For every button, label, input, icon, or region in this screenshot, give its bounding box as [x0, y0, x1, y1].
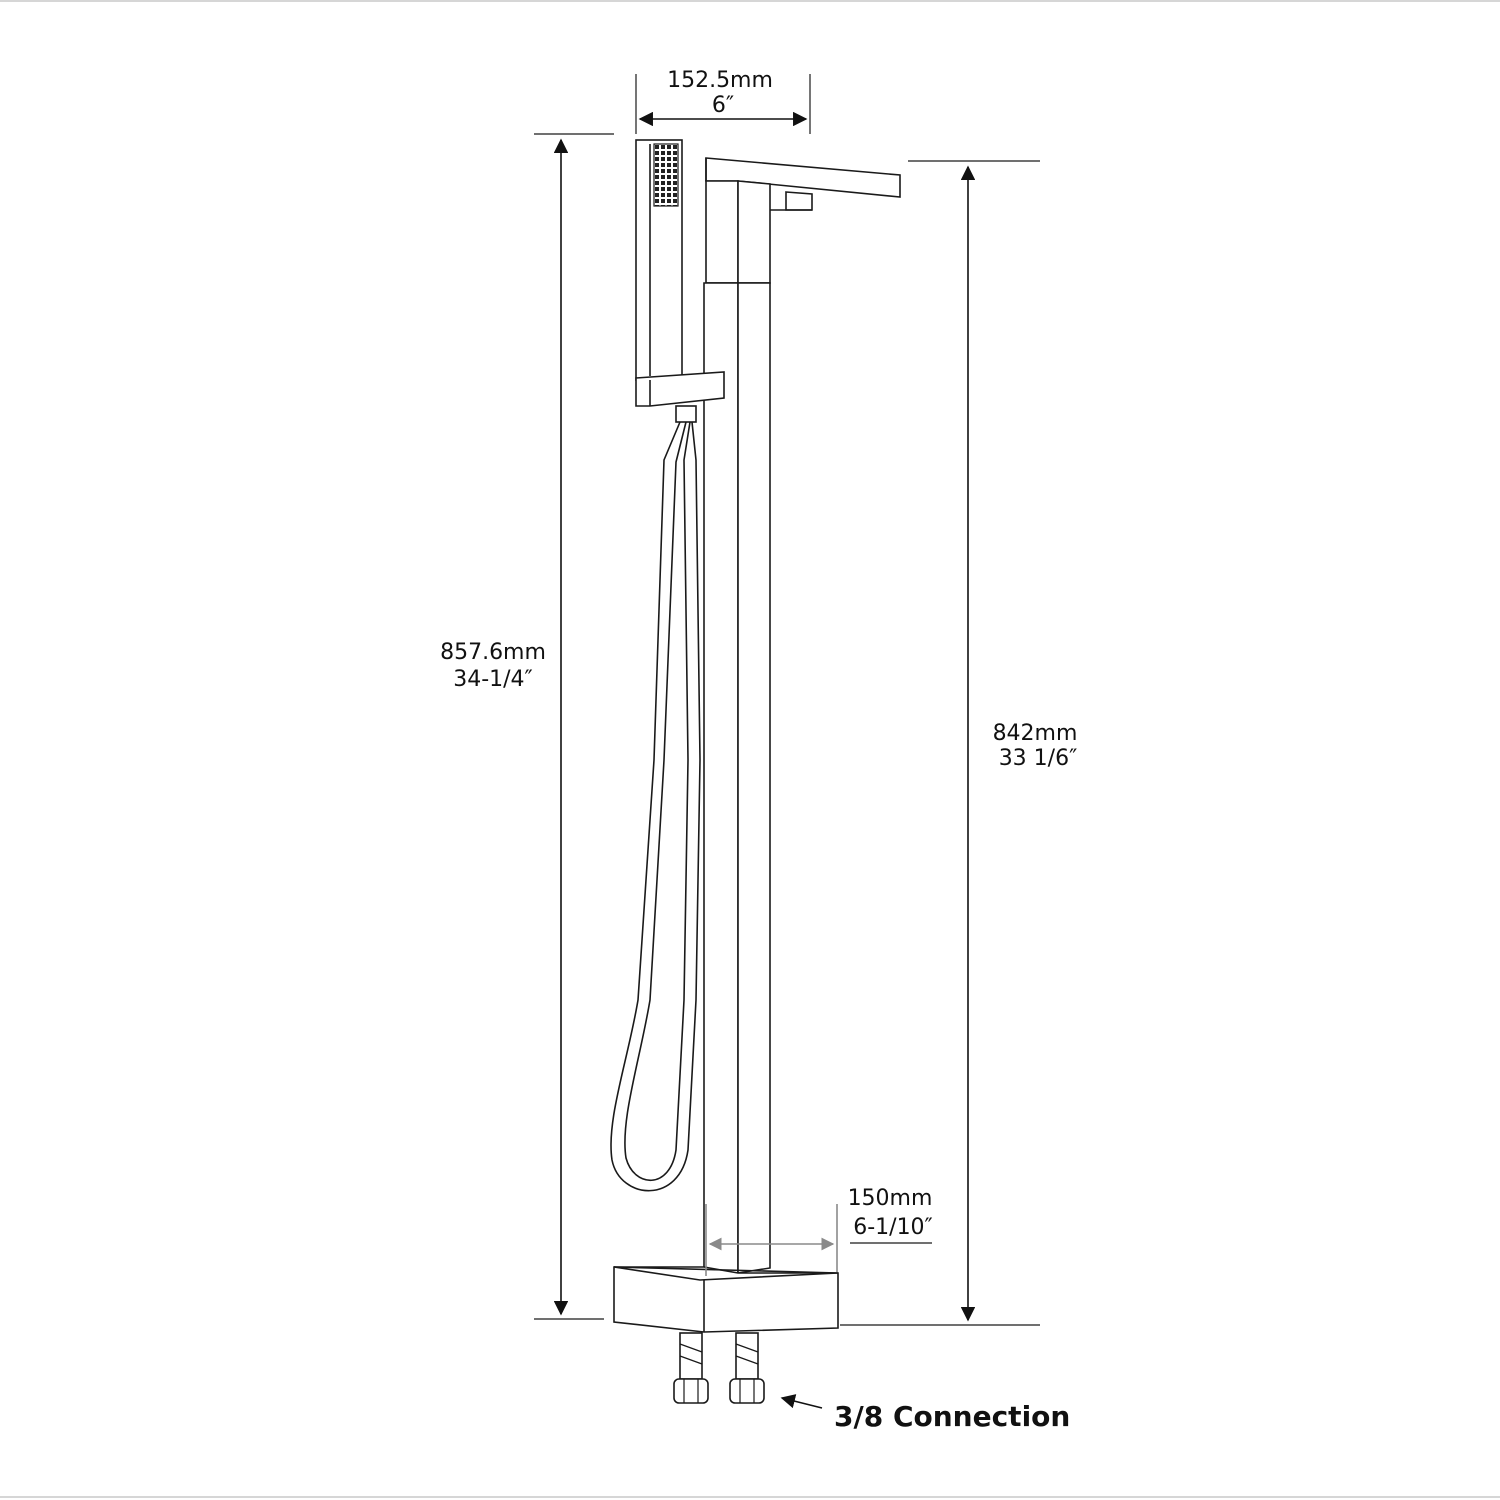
top-width-inch-label: 6″	[712, 93, 734, 118]
upper-housing-front	[705, 180, 739, 284]
shower-spray-face	[653, 143, 679, 207]
base-offset-inch-label: 6-1/10″	[853, 1215, 933, 1240]
hose-connector	[675, 405, 697, 423]
supply-connector-right	[729, 1332, 765, 1404]
spout-outlet	[785, 191, 813, 211]
upper-housing-side	[737, 180, 771, 284]
shower-holder-bracket	[635, 371, 725, 407]
base-top-edge	[613, 1266, 839, 1281]
floor-base-block	[613, 1266, 839, 1333]
right-height-inch-label: 33 1/6″	[999, 746, 1078, 771]
braided-hose-right	[735, 1332, 759, 1380]
left-height-dimension: 857.6mm 34-1/4″	[440, 133, 614, 1320]
hose-inner	[624, 421, 691, 1182]
connection-callout: 3/8 Connection	[780, 1394, 1070, 1433]
column-front-face	[703, 282, 739, 1274]
hose-outer	[610, 421, 701, 1192]
braid-right-2	[735, 1355, 759, 1365]
column-side-face	[737, 282, 771, 1274]
supply-connector-left	[673, 1332, 709, 1404]
braid-left-2	[679, 1355, 703, 1365]
braid-right-1	[735, 1343, 759, 1353]
right-height-dimension: 842mm 33 1/6″	[840, 160, 1078, 1326]
left-height-mm-label: 857.6mm	[440, 640, 546, 665]
braided-hose-left	[679, 1332, 703, 1380]
base-offset-dimension: 150mm 6-1/10″	[705, 1186, 933, 1276]
left-height-inch-label: 34-1/4″	[453, 667, 533, 692]
connection-callout-label: 3/8 Connection	[834, 1400, 1070, 1433]
nut-right	[729, 1378, 765, 1404]
top-width-dimension: 152.5mm 6″	[635, 68, 811, 134]
nut-left	[673, 1378, 709, 1404]
right-height-mm-label: 842mm	[993, 721, 1078, 746]
faucet-drawing	[610, 139, 901, 1404]
top-width-mm-label: 152.5mm	[667, 68, 773, 93]
braid-left-1	[679, 1343, 703, 1353]
connection-callout-arrow	[780, 1394, 823, 1409]
base-offset-mm-label: 150mm	[848, 1186, 933, 1211]
